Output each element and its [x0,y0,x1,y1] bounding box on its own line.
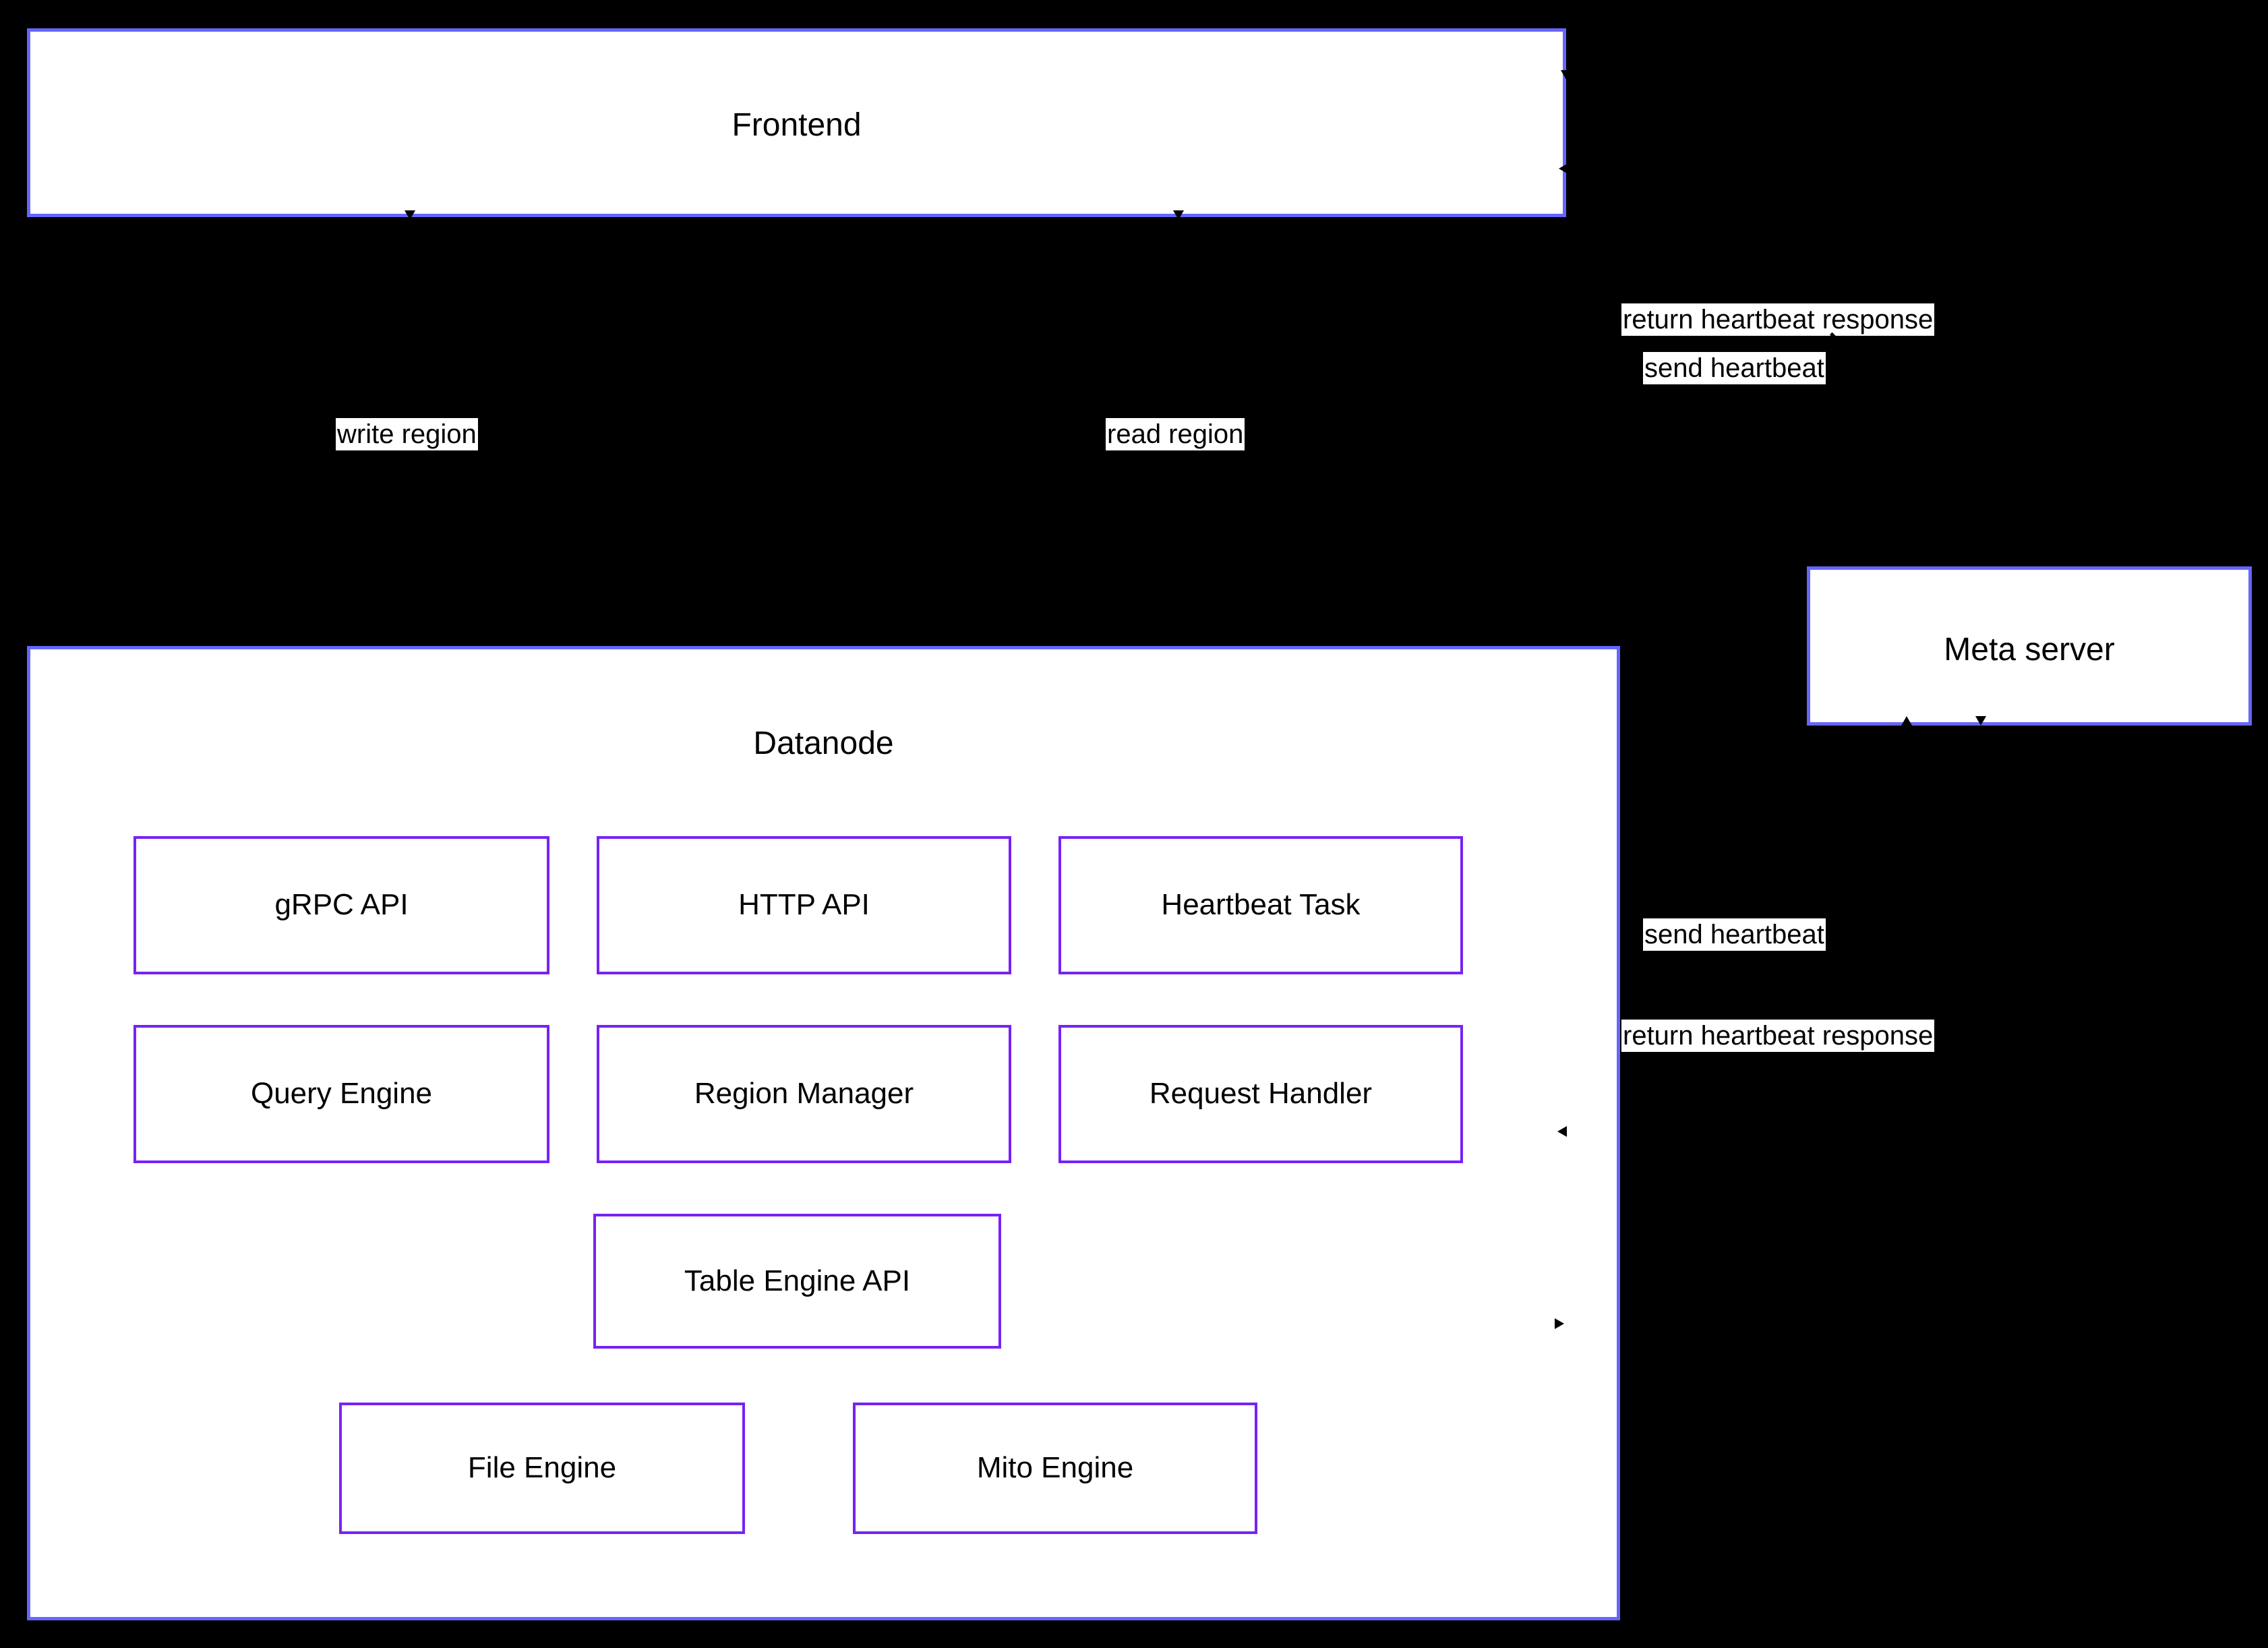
frontend-to-meta-arrow-icon [1561,70,1572,80]
edge-label-send-heartbeat-top: send heartbeat [1643,352,1826,384]
write-region-arrow-icon [405,210,415,220]
component-label: File Engine [467,1451,617,1485]
component-label: Query Engine [250,1077,433,1111]
edge-label-return-heartbeat-response-top: return heartbeat response [1621,303,1935,336]
edge-label-return-heartbeat-response-bottom: return heartbeat response [1621,1020,1935,1052]
component-label: Region Manager [694,1077,914,1111]
component-box-http-api[interactable]: HTTP API [597,836,1011,974]
edge-label-write-region: write region [336,418,478,450]
heartbeat-outbound-datanode-arrow-icon [1555,1318,1564,1329]
component-box-table-engine-api[interactable]: Table Engine API [593,1214,1001,1349]
edge-label-read-region: read region [1106,418,1245,450]
edge-label-send-heartbeat-bottom: send heartbeat [1643,918,1826,951]
component-box-file-engine[interactable]: File Engine [339,1403,745,1534]
component-label: Table Engine API [684,1264,911,1297]
component-label: Request Handler [1149,1077,1373,1111]
component-label: HTTP API [738,888,870,922]
frontend-container[interactable]: Frontend [27,28,1566,217]
meta-server-container[interactable]: Meta server [1807,566,2252,726]
meta-server-bottom-in-arrow-icon [1975,716,1986,726]
meta-to-frontend-arrow-icon [1559,163,1568,174]
component-box-mito-engine[interactable]: Mito Engine [853,1403,1257,1534]
component-box-request-handler[interactable]: Request Handler [1058,1025,1463,1163]
component-box-grpc-api[interactable]: gRPC API [133,836,549,974]
component-box-region-manager[interactable]: Region Manager [597,1025,1011,1163]
frontend-label: Frontend [732,107,862,143]
component-label: gRPC API [274,888,409,922]
datanode-label: Datanode [753,726,894,761]
meta-server-outbound-arrow-icon [1901,557,1912,566]
component-label: Mito Engine [976,1451,1134,1485]
meta-server-inbound-arrow-icon [1975,557,1986,566]
meta-server-bottom-out-arrow-icon [1901,716,1912,726]
component-box-heartbeat-task[interactable]: Heartbeat Task [1058,836,1463,974]
component-label: Heartbeat Task [1161,888,1361,922]
meta-server-label: Meta server [1944,632,2115,668]
read-region-arrow-icon [1173,210,1184,220]
heartbeat-inbound-datanode-arrow-icon [1557,1126,1567,1137]
component-box-query-engine[interactable]: Query Engine [133,1025,549,1163]
